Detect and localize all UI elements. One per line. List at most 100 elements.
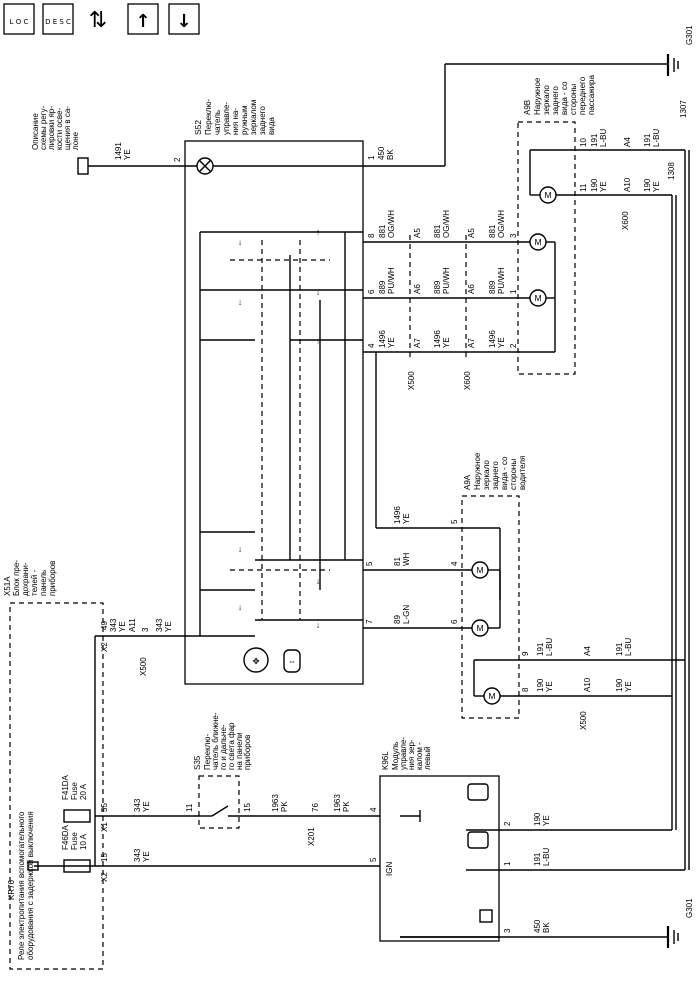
svg-text:3: 3	[509, 233, 518, 238]
svg-text:8: 8	[367, 233, 376, 238]
a9b-description-line: вида - со	[560, 81, 569, 115]
toolbar: L O C D E S C ⇅ ↑ ↓	[3, 3, 200, 35]
svg-text:L-BU: L-BU	[545, 638, 554, 656]
s35-id: S35	[193, 755, 202, 770]
x51a-id: X51A	[3, 576, 12, 596]
a9b-description-line: стороны	[569, 84, 578, 115]
svg-text:450: 450	[533, 919, 542, 933]
s35-description-line: приборов	[243, 735, 252, 770]
x600-upper: X600	[463, 371, 472, 390]
svg-text:PU/WH: PU/WH	[442, 267, 451, 294]
passenger-mirror-wiring: M M 8 6 4 881 OG/WH 889 PU/WH 1496 YE A5…	[363, 210, 556, 390]
joystick-icon: ✥	[252, 656, 260, 666]
svg-text:76: 76	[311, 803, 320, 812]
svg-text:15: 15	[243, 803, 252, 812]
illumination-note-line: схемы регу-	[39, 105, 48, 150]
x51a-description-line: панель	[39, 570, 48, 596]
tools-button[interactable]: ⇅	[89, 8, 107, 33]
s35-description-line: чатель ближне-	[211, 712, 220, 770]
svg-text:YE: YE	[624, 681, 633, 692]
svg-text:A10: A10	[623, 177, 632, 192]
kr76-description-line: Реле электропитания вспомогательного	[17, 811, 26, 960]
wire-881-num: 881	[378, 224, 387, 238]
desc-button-label: D E S C	[45, 18, 71, 26]
s52-description-line: ружным	[240, 106, 249, 135]
s35-description-line: го света фар	[227, 722, 236, 770]
svg-text:L-BU: L-BU	[542, 848, 551, 866]
svg-text:YE: YE	[164, 621, 173, 632]
k96l-id: K96L	[381, 751, 390, 770]
tools-icon: ⇅	[89, 8, 107, 33]
s52-description-line: управле-	[222, 102, 231, 135]
scroll-down-button[interactable]: ↓	[168, 3, 200, 35]
svg-text:191: 191	[533, 852, 542, 866]
wire-450-color: BK	[386, 149, 395, 160]
svg-text:15: 15	[100, 853, 109, 862]
a9b-description-line: Наружное	[533, 77, 542, 115]
selector-icon: ⇔	[288, 656, 297, 666]
svg-text:↓: ↓	[238, 544, 242, 554]
a9a-description-line: вида - со	[500, 456, 509, 490]
k96l-description-line: левый	[423, 746, 432, 770]
svg-text:Fuse: Fuse	[70, 832, 79, 850]
wire-1496-color: YE	[387, 337, 396, 348]
svg-text:4: 4	[450, 561, 459, 566]
scroll-up-button[interactable]: ↑	[127, 3, 159, 35]
svg-text:YE: YE	[442, 337, 451, 348]
svg-text:L-BU: L-BU	[624, 638, 633, 656]
ign-label: IGN	[385, 862, 394, 876]
desc-button[interactable]: D E S C	[42, 3, 74, 35]
svg-text:2: 2	[503, 821, 512, 826]
svg-text:↑: ↑	[316, 336, 320, 346]
illumination-note-line: кости осве-	[55, 108, 64, 150]
svg-text:190: 190	[590, 178, 599, 192]
svg-text:343: 343	[133, 848, 142, 862]
s52-description-line: заднего	[258, 106, 267, 135]
illumination-note-line: лировки яр-	[47, 106, 56, 150]
k96l-description-line: Модуль	[391, 742, 400, 770]
wire-881-color: OG/WH	[387, 210, 396, 238]
svg-text:YE: YE	[118, 621, 127, 632]
svg-text:A7: A7	[467, 338, 476, 348]
svg-text:X1: X1	[100, 822, 109, 832]
s35-description-line: Переклю-	[203, 734, 212, 770]
loc-button[interactable]: L O C	[3, 3, 35, 35]
svg-text:20 A: 20 A	[79, 783, 88, 800]
svg-text:↓: ↓	[238, 237, 242, 247]
wire-450-top: 1 450 BK	[363, 64, 446, 167]
svg-text:BK: BK	[542, 922, 551, 933]
s52-id: S52	[193, 120, 203, 135]
svg-text:1496: 1496	[488, 330, 497, 348]
svg-text:A7: A7	[413, 338, 422, 348]
svg-text:191: 191	[643, 133, 652, 147]
wire-1307-label: 1307	[679, 100, 688, 118]
svg-text:M: M	[544, 190, 551, 200]
wire-81-num: 81	[393, 557, 402, 566]
illumination-note-line: Описание	[31, 113, 40, 150]
svg-text:YE: YE	[599, 181, 608, 192]
svg-text:1496: 1496	[393, 506, 402, 524]
svg-text:M: M	[488, 691, 495, 701]
svg-text:5: 5	[365, 561, 374, 566]
svg-text:9: 9	[521, 651, 530, 656]
down-arrow-icon: ↓	[176, 11, 191, 32]
svg-text:↓: ↓	[316, 620, 320, 630]
svg-text:2: 2	[509, 343, 518, 348]
svg-text:M: M	[534, 293, 541, 303]
svg-text:↓: ↓	[316, 287, 320, 297]
a9a-description-line: зеркало	[482, 460, 491, 490]
s52-switch: ↑ ↓ ↑ ↓ ↓ ↓ ↓ ↓ ↓ ✥ ⇔ S52 Переклю-чатель…	[184, 99, 364, 685]
wire-450-num: 450	[377, 146, 386, 160]
svg-text:X2: X2	[100, 642, 109, 652]
svg-text:1496: 1496	[433, 330, 442, 348]
svg-text:YE: YE	[497, 337, 506, 348]
svg-text:191: 191	[615, 642, 624, 656]
svg-text:1: 1	[503, 861, 512, 866]
a9b-id: A9B	[523, 100, 532, 115]
up-arrow-icon: ↑	[135, 11, 150, 32]
svg-text:8: 8	[521, 687, 530, 692]
wire-1308-label: 1308	[667, 162, 676, 180]
svg-text:190: 190	[615, 678, 624, 692]
svg-text:343: 343	[109, 618, 118, 632]
